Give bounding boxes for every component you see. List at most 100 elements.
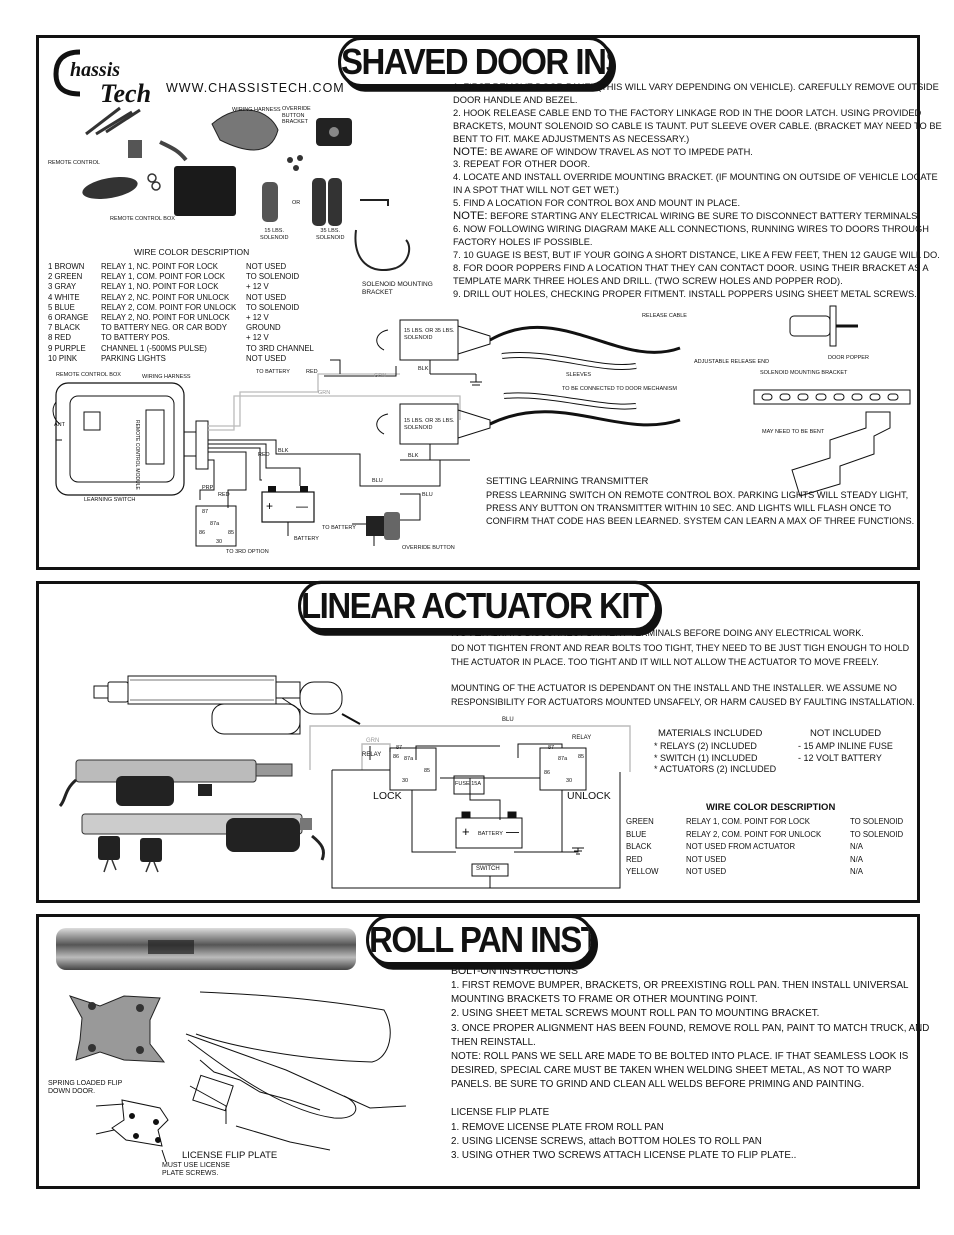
shaved-door-panel — [36, 35, 920, 570]
diag-door-popper: DOOR POPPER — [828, 355, 869, 361]
shaved-wire-title: WIRE COLOR DESCRIPTION — [134, 247, 250, 257]
step-line: DOOR HANDLE AND BEZEL. — [453, 94, 913, 107]
lock-relay-pin-30: 30 — [402, 778, 409, 784]
step-line: 3. ONCE PROPER ALIGNMENT HAS BEEN FOUND,… — [451, 1022, 929, 1036]
wire-cell: TO SOLENOID — [246, 272, 300, 282]
step-line: 3. USING OTHER TWO SCREWS ATTACH LICENSE… — [451, 1149, 796, 1163]
switch-photo — [198, 784, 212, 796]
lock-relay-pin-85: 85 — [424, 768, 431, 774]
wire-cell: RELAY 2, COM. POINT FOR UNLOCK — [686, 829, 822, 839]
step-text: . FIND A LOCATION FOR CONTROL BOX AND MO… — [458, 198, 741, 209]
step-number: 1 — [451, 980, 457, 991]
step-line: DESIRED, SPECIAL CARE MUST BE TAKEN WHEN… — [451, 1064, 929, 1078]
switch-label: SWITCH — [476, 866, 500, 872]
step-line: NOTE: ROLL PANS WE SELL ARE MADE TO BE B… — [451, 1050, 929, 1064]
step-text: 8. FOR DOOR POPPERS FIND A LOCATION THAT… — [453, 262, 929, 273]
step-number: 6 — [453, 223, 459, 234]
not-included-title: NOT INCLUDED — [810, 728, 882, 739]
diag-red-low: RED — [218, 492, 230, 498]
diag-battery: BATTERY — [294, 536, 319, 542]
wire-cell: BLACK — [626, 842, 652, 852]
diag-blk-mid: BLK — [278, 448, 289, 454]
svg-text:+: + — [462, 824, 470, 839]
lock-relay-pin-86: 86 — [393, 754, 400, 760]
step-line: 8. FOR DOOR POPPERS FIND A LOCATION THAT… — [453, 262, 929, 275]
wire-cell: BLUE — [626, 829, 647, 839]
truck-rear-drawing — [185, 991, 407, 1151]
wire-cell: RELAY 1, COM. POINT FOR LOCK — [686, 817, 810, 826]
actuator-line-drawing — [93, 675, 361, 735]
step-line: 4. LOCATE AND INSTALL OVERRIDE MOUNTING … — [453, 171, 938, 184]
not-included-2: - 12 VOLT BATTERY — [798, 753, 882, 763]
step-line: 1. FIRST REMOVE BUMPER, BRACKETS, OR PRE… — [451, 979, 929, 993]
step-text: DESIRED, SPECIAL CARE MUST BE TAKEN WHEN… — [451, 1065, 892, 1077]
wire-cell: NOT USED FROM ACTUATOR — [686, 842, 796, 852]
svg-text:hassis: hassis — [70, 59, 120, 81]
wire-cell: 7 BLACK — [48, 323, 81, 333]
linear-actuator-title: LINEAR ACTUATOR KIT INSTALL — [298, 580, 658, 632]
step-number: 2 — [451, 1136, 457, 1148]
brand-url[interactable]: WWW.CHASSISTECH.COM — [166, 81, 345, 95]
diag-release-cable: RELEASE CABLE — [642, 313, 687, 319]
logo-mark: hassis Tech — [53, 49, 151, 108]
wire-cell: TO BATTERY POS. — [101, 333, 170, 343]
linear-note-line-1: DO NOT TIGHTEN FRONT AND REAR BOLTS TOO … — [451, 642, 910, 653]
wire-cell: RELAY 2, COM. POINT FOR UNLOCK — [101, 302, 237, 312]
relay-pin-87: 87 — [202, 509, 209, 515]
step-line: 9. DRILL OUT HOLES, CHECKING PROPER FITM… — [453, 288, 917, 301]
lock-label: LOCK — [373, 790, 402, 802]
wire-cell: TO BATTERY NEG. OR CAR BODY — [101, 323, 227, 333]
solenoid-bracket-strip — [753, 389, 911, 405]
step-line: 2. USING SHEET METAL SCREWS MOUNT ROLL P… — [451, 1007, 929, 1021]
wire-cell: N/A — [850, 867, 863, 877]
step-number: 3 — [451, 1022, 457, 1034]
step-text: . USING OTHER TWO SCREWS ATTACH LICENSE … — [456, 1150, 797, 1162]
diag-to-3rd-option: TO 3RD OPTION — [226, 549, 269, 555]
wire-cell: TO SOLENOID — [246, 302, 300, 312]
svg-text:—: — — [506, 824, 519, 839]
linear-actuator-panel — [36, 581, 920, 903]
photo-label-remote-control-box: REMOTE CONTROL BOX — [110, 216, 175, 222]
mounting-bracket-photo — [68, 995, 166, 1063]
wire-cell: YELLOW — [626, 867, 659, 877]
step-number: 3 — [453, 159, 459, 170]
unlock-label: UNLOCK — [567, 790, 611, 802]
connector-photo — [128, 140, 142, 158]
rollpan-lines: 1. FIRST REMOVE BUMPER, BRACKETS, OR PRE… — [451, 979, 929, 1093]
actuator-photo-top — [58, 759, 293, 808]
step-line: FACTORY HOLES IF POSSIBLE. — [453, 236, 913, 249]
svg-text:+: + — [266, 499, 273, 513]
wire-cell: NOT USED — [246, 353, 287, 363]
step-text: . REMOVE LICENSE PLATE FROM ROLL PAN — [456, 1122, 664, 1133]
diag-override-button: OVERRIDE BUTTON — [402, 545, 455, 551]
control-box-photo — [174, 166, 236, 216]
fuse-label: FUSE 15A — [455, 781, 481, 787]
override-button-drawing — [366, 516, 384, 536]
step-text: . USING SHEET METAL SCREWS MOUNT ROLL PA… — [456, 1008, 820, 1020]
rollpan-photo — [56, 928, 356, 970]
unlock-relay-pin-87a: 87a — [558, 756, 568, 762]
step-text: MOUNTING BRACKETS TO FRAME OR OTHER MOUN… — [451, 994, 758, 1006]
step-number: 4 — [453, 172, 459, 183]
diag-to-battery-2: TO BATTERY — [322, 525, 356, 531]
diag-prp: PRP — [202, 485, 214, 491]
step-text: . NOW FOLLOWING WIRING DIAGRAM MAKE ALL … — [458, 223, 929, 234]
roll-pan-title: ROLL PAN INSTALL — [366, 914, 594, 966]
unlock-relay-pin-87: 87 — [548, 745, 555, 751]
diag-blu-low: BLU — [422, 492, 433, 498]
step-text: BRACKETS, MOUNT SOLENOID SO CABLE IS TAU… — [453, 120, 942, 131]
step-number: 2 — [453, 107, 459, 118]
step-text: . FIRST REMOVE DOOR PANEL (THIS WILL VAR… — [458, 82, 939, 92]
step-line: BRACKETS, MOUNT SOLENOID SO CABLE IS TAU… — [453, 120, 942, 133]
step-text: . USING LICENSE SCREWS, attach BOTTOM HO… — [456, 1136, 762, 1148]
wire-cell: + 12 V — [246, 333, 269, 343]
step-text: FACTORY HOLES IF POSSIBLE. — [453, 236, 593, 247]
step-line: 7. 10 GUAGE IS BEST, BUT IF YOUR GOING A… — [453, 249, 940, 262]
